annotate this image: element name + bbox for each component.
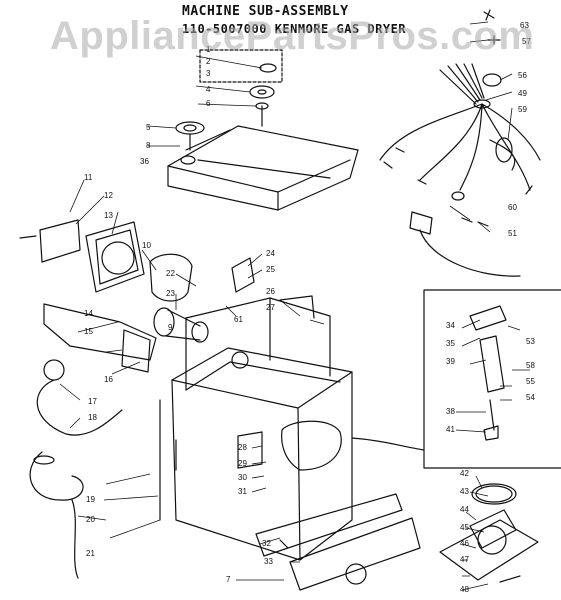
callout-38: 38	[446, 407, 455, 416]
diagram-title-line2: 110-5007000 KENMORE GAS DRYER	[182, 22, 407, 36]
callout-51: 51	[508, 229, 517, 238]
callout-19: 19	[86, 495, 95, 504]
callout-33: 33	[264, 557, 273, 566]
callout-10: 10	[142, 241, 151, 250]
cabinet	[159, 295, 353, 561]
callout-27: 27	[266, 303, 275, 312]
callout-53: 53	[526, 337, 535, 346]
callout-11: 11	[84, 173, 93, 182]
callout-15: 15	[84, 327, 93, 336]
callout-2: 2	[206, 57, 211, 66]
toe-panel	[255, 493, 421, 591]
callout-6: 6	[206, 99, 211, 108]
callout-14: 14	[84, 309, 93, 318]
callout-3: 3	[206, 69, 211, 78]
diagram-title-line1: MACHINE SUB-ASSEMBLY	[182, 4, 349, 19]
callout-31: 31	[238, 487, 247, 496]
callout-47: 47	[460, 555, 469, 564]
callout-44: 44	[460, 505, 469, 514]
callout-56: 56	[518, 71, 527, 80]
callout-49: 49	[518, 89, 527, 98]
callout-45: 45	[460, 523, 469, 532]
callout-22: 22	[166, 269, 175, 278]
base-parts	[439, 483, 539, 583]
callout-13: 13	[104, 211, 113, 220]
callout-32: 32	[262, 539, 271, 548]
callout-23: 23	[166, 289, 175, 298]
callout-30: 30	[238, 473, 247, 482]
exhaust-duct	[149, 253, 255, 343]
callout-24: 24	[266, 249, 275, 258]
callout-28: 28	[238, 443, 247, 452]
callout-60: 60	[508, 203, 517, 212]
callout-46: 46	[460, 539, 469, 548]
callout-7: 7	[226, 575, 231, 584]
callout-20: 20	[86, 515, 95, 524]
callout-42: 42	[460, 469, 469, 478]
callout-48: 48	[460, 585, 469, 594]
callout-57: 57	[522, 37, 531, 46]
callout-1: 1	[206, 45, 211, 54]
callout-18: 18	[88, 413, 97, 422]
callout-12: 12	[104, 191, 113, 200]
front-panel-parts	[29, 303, 157, 579]
watermark: AppliancePartsPros.com	[50, 14, 535, 58]
callout-8: 8	[146, 141, 151, 150]
callout-61: 61	[234, 315, 243, 324]
callout-35: 35	[446, 339, 455, 348]
callout-4: 4	[206, 85, 211, 94]
callout-36: 36	[140, 157, 149, 166]
callout-58: 58	[526, 361, 535, 370]
callout-26: 26	[266, 287, 275, 296]
callout-39: 39	[446, 357, 455, 366]
callout-41: 41	[446, 425, 455, 434]
callout-29: 29	[238, 459, 247, 468]
callout-5: 5	[146, 123, 151, 132]
callout-34: 34	[446, 321, 455, 330]
callout-25: 25	[266, 265, 275, 274]
callout-17: 17	[88, 397, 97, 406]
callout-63: 63	[520, 21, 529, 30]
callout-9: 9	[168, 323, 173, 332]
callout-21: 21	[86, 549, 95, 558]
inset-box	[351, 289, 561, 469]
top-panel	[167, 125, 359, 211]
blower-housing	[19, 219, 145, 293]
callout-16: 16	[104, 375, 113, 384]
callout-54: 54	[526, 393, 535, 402]
wiring-harness	[379, 63, 541, 277]
callout-43: 43	[460, 487, 469, 496]
callout-55: 55	[526, 377, 535, 386]
callout-59: 59	[518, 105, 527, 114]
